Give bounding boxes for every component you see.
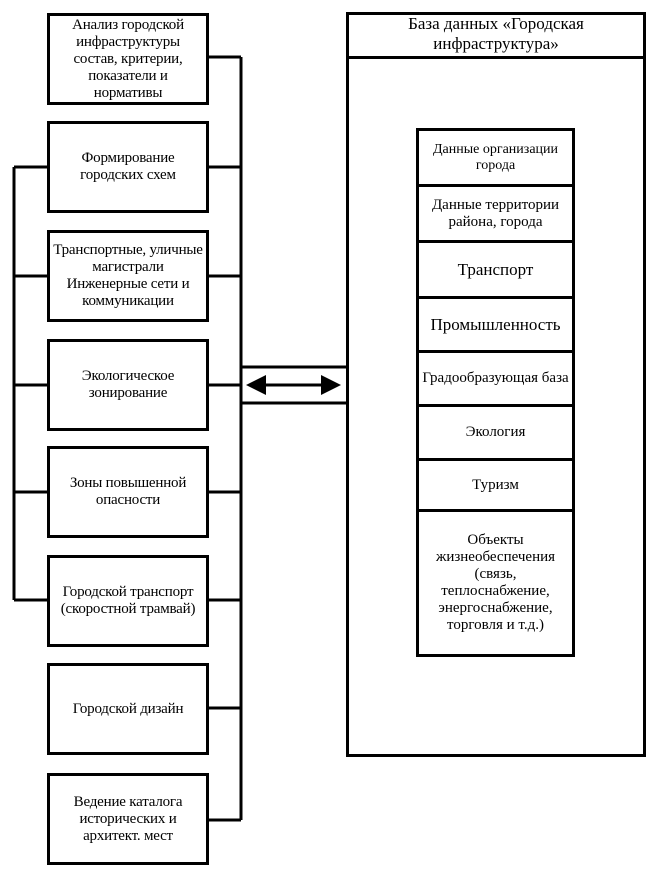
box-ecological-zoning: Экологическое зонирование (47, 339, 209, 431)
db-item-tourism: Туризм (416, 458, 575, 512)
db-item-industry: Промышленность (416, 296, 575, 353)
box-city-transport: Городской транспорт (скоростной трамвай) (47, 555, 209, 647)
db-item-life-support-label: Объекты жизнеобеспечения (связь, теплосн… (435, 532, 556, 633)
db-item-territory: Данные территории района, города (416, 184, 575, 243)
box-historical-catalog-label: Ведение каталога исторических и архитект… (73, 793, 183, 844)
box-infrastructure-analysis: Анализ городской инфраструктуры состав, … (47, 13, 209, 105)
box-transport-highways-networks-label: Транспортные, уличные магистрали Инженер… (53, 242, 203, 309)
box-infrastructure-analysis-label: Анализ городской инфраструктуры состав, … (72, 16, 184, 101)
db-item-ecology-label: Экология (465, 424, 526, 440)
db-item-ecology: Экология (416, 404, 575, 461)
box-city-schemes: Формирование городских схем (47, 121, 209, 213)
db-item-transport: Транспорт (416, 240, 575, 299)
box-city-schemes-label: Формирование городских схем (80, 150, 176, 183)
box-danger-zones: Зоны повышенной опасности (47, 446, 209, 538)
box-city-transport-label: Городской транспорт (скоростной трамвай) (60, 584, 196, 617)
db-item-transport-label: Транспорт (457, 260, 534, 279)
box-city-design-label: Городской дизайн (72, 700, 184, 717)
db-item-industry-label: Промышленность (430, 315, 561, 334)
db-item-territory-label: Данные территории района, города (431, 196, 560, 230)
db-item-city-organization-label: Данные организации города (432, 141, 559, 173)
db-item-life-support: Объекты жизнеобеспечения (связь, теплосн… (416, 509, 575, 657)
box-historical-catalog: Ведение каталога исторических и архитект… (47, 773, 209, 865)
db-item-city-forming-base: Градообразующая база (416, 350, 575, 407)
box-transport-highways-networks: Транспортные, уличные магистрали Инженер… (47, 230, 209, 322)
db-item-city-forming-base-label: Градообразующая база (422, 370, 569, 386)
box-city-design: Городской дизайн (47, 663, 209, 755)
database-title-text: База данных «Городская инфраструктура» (408, 14, 584, 53)
box-ecological-zoning-label: Экологическое зонирование (81, 368, 175, 401)
db-item-tourism-label: Туризм (472, 476, 519, 493)
db-item-city-organization: Данные организации города (416, 128, 575, 187)
box-danger-zones-label: Зоны повышенной опасности (69, 475, 187, 508)
database-title: База данных «Городская инфраструктура» (346, 12, 646, 59)
